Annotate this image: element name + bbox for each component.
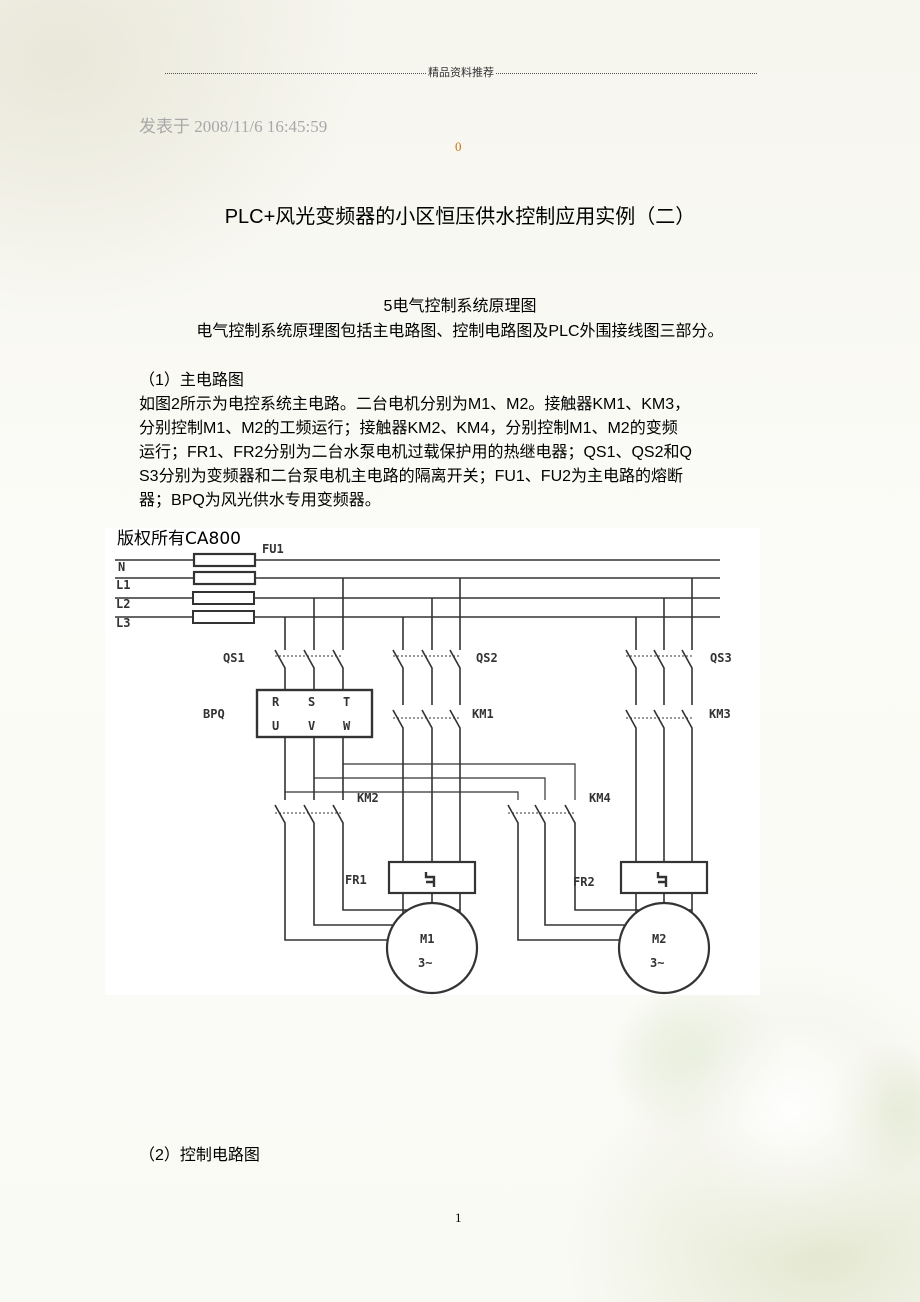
header-label: 精品资料推荐 <box>428 67 494 79</box>
sub1-heading: （1）主电路图 <box>139 372 244 389</box>
km4-label: KM4 <box>589 791 611 805</box>
m1-phase: 3~ <box>418 956 432 970</box>
page-header: 精品资料推荐 <box>165 64 757 80</box>
fr1-label: FR1 <box>345 873 367 887</box>
sub2-heading: （2）控制电路图 <box>139 1147 260 1164</box>
bpq-v: V <box>308 719 315 733</box>
main-circuit-diagram: FU1 N L1 L2 L3 QS1 QS2 QS3 BPQ R S T U V… <box>105 528 760 995</box>
paragraph-line: 运行；FR1、FR2分别为二台水泵电机过载保护用的热继电器；QS1、QS2和Q <box>139 444 692 461</box>
section-heading: 5电气控制系统原理图 <box>383 298 537 315</box>
header-dots-right <box>496 72 757 74</box>
line-label-n: N <box>118 560 125 574</box>
fr2-label: FR2 <box>573 875 595 889</box>
km3-label: KM3 <box>709 707 731 721</box>
m2-phase: 3~ <box>650 956 664 970</box>
bpq-u: U <box>272 719 279 733</box>
line-label-l1: L1 <box>116 578 130 592</box>
paragraph-line: S3分别为变频器和二台泵电机主电路的隔离开关；FU1、FU2为主电路的熔断 <box>139 468 684 485</box>
bpq-w: W <box>343 719 351 733</box>
m2-label: M2 <box>652 932 666 946</box>
page-number: 1 <box>455 1210 462 1225</box>
view-count: 0 <box>455 139 462 154</box>
km2-label: KM2 <box>357 791 379 805</box>
qs1-label: QS1 <box>223 651 245 665</box>
bpq-s: S <box>308 695 315 709</box>
line-label-l3: L3 <box>116 616 130 630</box>
bpq-label: BPQ <box>203 707 225 721</box>
qs3-label: QS3 <box>710 651 732 665</box>
header-dots-left <box>165 72 426 74</box>
copyright-watermark: 版权所有CA800 <box>117 529 241 549</box>
qs2-label: QS2 <box>476 651 498 665</box>
paragraph-line: 分别控制M1、M2的工频运行；接触器KM2、KM4，分别控制M1、M2的变频 <box>139 420 678 437</box>
line-label-l2: L2 <box>116 597 130 611</box>
m1-label: M1 <box>420 932 434 946</box>
fuse-label: FU1 <box>262 542 284 556</box>
paragraph-line: 器；BPQ为风光供水专用变频器。 <box>139 492 381 509</box>
bpq-r: R <box>272 695 280 709</box>
section-intro: 电气控制系统原理图包括主电路图、控制电路图及PLC外围接线图三部分。 <box>196 323 724 340</box>
km1-label: KM1 <box>472 707 494 721</box>
post-date: 发表于 2008/11/6 16:45:59 <box>139 117 328 136</box>
bpq-t: T <box>343 695 350 709</box>
article-title: PLC+风光变频器的小区恒压供水控制应用实例（二） <box>224 206 696 228</box>
paragraph-line: 如图2所示为电控系统主电路。二台电机分别为M1、M2。接触器KM1、KM3， <box>139 396 691 413</box>
